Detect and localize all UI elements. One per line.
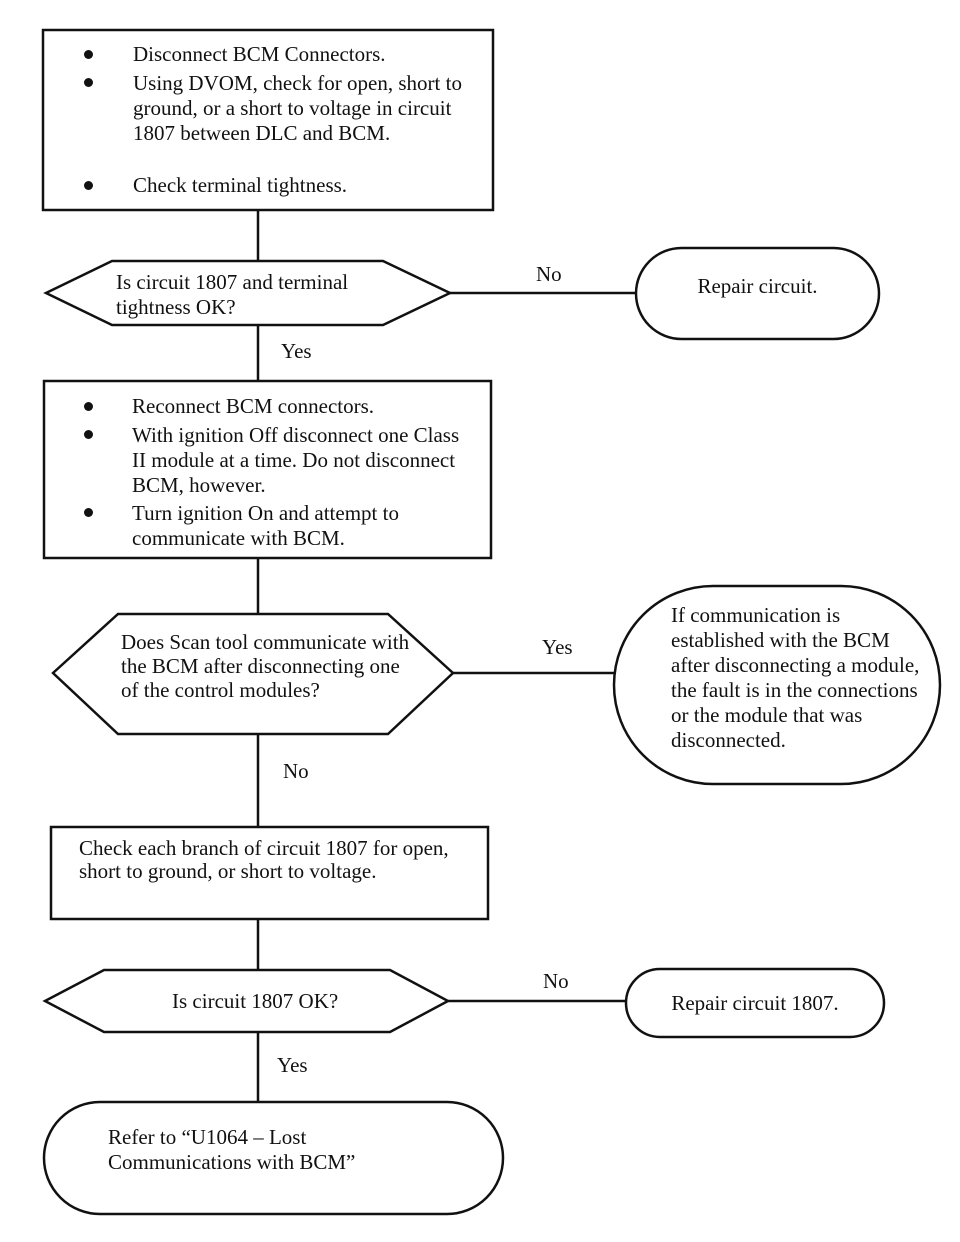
step2-bullet-3-dot (84, 508, 93, 517)
step2-box (42, 379, 493, 560)
decision1-yes-label: Yes (281, 339, 312, 363)
step3-text: Check each branch of circuit 1807 for op… (79, 836, 449, 883)
terminal1-text: Repair circuit. (697, 274, 818, 298)
decision3-no-label: No (543, 969, 569, 993)
decision2-question: Does Scan tool communicate with the BCM … (121, 630, 410, 702)
decision2-yes-label: Yes (542, 635, 573, 659)
decision2-diamond (51, 612, 455, 736)
step2-bullet-1: Reconnect BCM connectors. (132, 394, 375, 418)
decision1-no-label: No (536, 262, 562, 286)
terminal3-text: Repair circuit 1807. (671, 991, 839, 1015)
decision3-diamond (42, 968, 451, 1034)
step2-bullet-3: Turn ignition On and attempt to communic… (132, 501, 399, 550)
decision1-question: Is circuit 1807 and terminal tightness O… (116, 270, 349, 319)
terminal2-shape (612, 584, 942, 786)
decision1-diamond (43, 259, 453, 327)
decision2-no-label: No (283, 759, 309, 783)
step1-box (41, 28, 495, 212)
terminal4-shape (42, 1100, 505, 1216)
step2-bullet-2: With ignition Off disconnect one Class I… (132, 423, 460, 497)
terminal1-shape (634, 246, 881, 341)
step1-bullet-3-dot (84, 181, 93, 190)
step1-bullet-1: Disconnect BCM Connectors. (133, 42, 386, 66)
step1-bullet-3: Check terminal tightness. (133, 173, 348, 197)
decision3-question: Is circuit 1807 OK? (172, 989, 339, 1013)
step1-bullet-2-dot (84, 78, 93, 87)
step1-bullet-2: Using DVOM, check for open, short to gro… (133, 71, 462, 145)
decision3-yes-label: Yes (277, 1053, 308, 1077)
step3-box (49, 825, 490, 921)
terminal3-shape (624, 967, 886, 1039)
step1-bullet-1-dot (84, 50, 93, 59)
step2-bullet-1-dot (84, 402, 93, 411)
step2-bullet-2-dot (84, 430, 93, 439)
terminal2-text: If communication is established with the… (671, 603, 920, 752)
terminal4-text: Refer to “U1064 – Lost Communications wi… (108, 1125, 356, 1174)
